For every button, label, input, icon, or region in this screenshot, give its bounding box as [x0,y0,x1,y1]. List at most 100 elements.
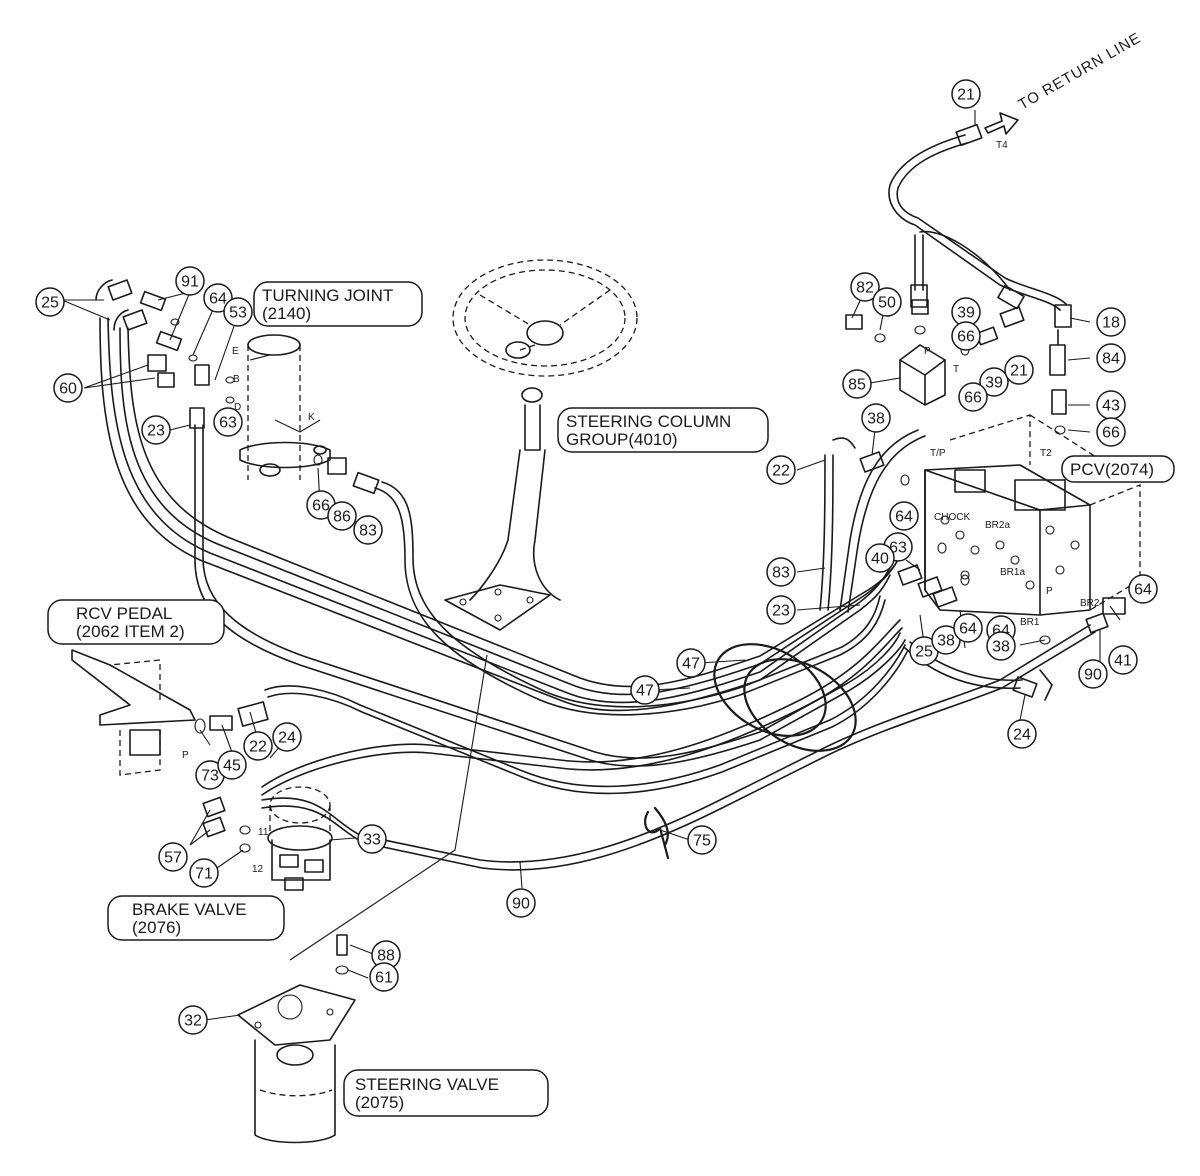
part-balloon-25: 25 [909,636,939,666]
callout-steering-column-frame [557,407,769,453]
balloon-number: 22 [249,739,267,756]
port-t2: T2 [1040,448,1052,459]
balloon-number: 24 [278,730,296,747]
part-balloon-90: 90 [1078,659,1108,689]
balloon-number: 38 [867,411,885,428]
part-balloon-64: 64 [953,613,983,643]
part-balloon-57: 57 [158,842,188,872]
balloon-number: 64 [1134,582,1152,599]
balloon-circle [357,824,387,854]
balloon-circle [327,501,357,531]
balloon-number: 32 [184,1013,202,1030]
turning-joint-fittings [225,376,380,495]
balloon-number: 23 [147,423,165,440]
balloon-number: 22 [772,463,790,480]
part-balloon-24: 24 [272,722,302,752]
callout-pcv-line1: PCV(2074) [1070,460,1154,479]
balloon-number: 40 [871,551,889,568]
part-balloon-23: 23 [141,415,171,445]
port-d: D [234,402,241,413]
balloon-circle [842,369,872,399]
balloon-number: 21 [1010,363,1028,380]
balloon-number: 23 [772,603,790,620]
port-labels: T4 T2 T/P P T CHOCK BR2a BR1a BR1 BR2 P … [182,140,1100,875]
return-line-hose [888,112,1072,328]
part-balloon-47: 47 [676,648,706,678]
balloon-number: 83 [359,523,377,540]
left-fittings [95,279,210,429]
part-balloon-63: 63 [213,407,243,437]
balloon-number: 66 [957,329,975,346]
hose-clamps [644,643,857,860]
balloon-number: 39 [985,375,1003,392]
callout-steering-valve-line2: (2075) [355,1093,404,1112]
callout-brake-valve-line2: (2076) [132,918,181,937]
port-k: K [308,412,315,423]
port-br1a: BR1a [1000,567,1025,578]
port-b: B [233,374,240,385]
callout-pcv-frame [1061,455,1175,483]
balloon-circle [506,888,536,918]
port-br2: BR2 [1080,598,1100,609]
part-balloon-88: 88 [371,940,401,970]
callout-brake-valve-line1: BRAKE VALVE [132,900,247,919]
callout-turning-joint-line1: TURNING JOINT [262,286,393,305]
part-balloon-39: 39 [979,367,1009,397]
balloon-number: 43 [1102,398,1120,415]
callout-steering-column-line1: STEERING COLUMN [566,412,731,431]
callout-steering-valve-line1: STEERING VALVE [355,1075,499,1094]
part-balloon-22: 22 [243,731,273,761]
balloon-circle [889,501,919,531]
port-11: 11 [258,827,269,838]
balloon-number: 71 [195,866,213,883]
balloon-number: 25 [915,644,933,661]
callout-rcv-pedal-frame [47,599,225,645]
part-balloon-21: 21 [1004,355,1034,385]
part-balloon-71: 71 [189,858,219,888]
steering-column [444,387,561,631]
rcv-pedal [71,649,269,776]
manifold-block-85 [845,299,1067,435]
balloon-number: 75 [693,833,711,850]
balloon-circle [35,287,65,317]
port-e: E [232,346,239,357]
balloon-number: 47 [636,683,654,700]
callout-brake-valve: BRAKE VALVE (2076) [107,895,285,941]
balloon-circle [958,382,988,412]
callout-rcv-pedal: RCV PEDAL (2062 ITEM 2) [47,599,225,645]
port-12: 12 [252,864,264,875]
balloon-number: 88 [377,948,395,965]
callout-turning-joint-frame [253,281,423,327]
balloon-number: 66 [964,390,982,407]
balloon-circle [158,842,188,872]
balloon-circle [1128,574,1158,604]
balloon-number: 64 [959,621,977,638]
balloon-circle [850,272,880,302]
port-br2a: BR2a [985,520,1010,531]
balloon-circle [951,79,981,109]
balloon-circle [1004,355,1034,385]
part-balloon-23: 23 [766,595,796,625]
balloon-circle [766,557,796,587]
balloon-number: 38 [937,633,955,650]
part-balloon-91: 91 [175,266,205,296]
balloon-number: 91 [181,274,199,291]
balloon-circle [217,750,247,780]
balloon-number: 18 [1102,315,1120,332]
part-balloon-50: 50 [872,287,902,317]
callout-turning-joint-line2: (2140) [262,304,311,323]
part-balloon-66: 66 [958,382,988,412]
brake-valve [202,786,333,891]
part-balloon-40: 40 [865,543,895,573]
balloon-number: 85 [848,377,866,394]
balloon-number: 90 [1084,667,1102,684]
balloon-number: 45 [223,758,241,775]
balloon-circle [687,825,717,855]
port-t4: T4 [996,140,1008,151]
balloon-number: 50 [878,295,896,312]
callout-brake-valve-frame [107,895,285,941]
part-balloon-32: 32 [178,1005,208,1035]
balloon-circle [979,367,1009,397]
callout-steering-column-line2: GROUP(4010) [566,430,677,449]
